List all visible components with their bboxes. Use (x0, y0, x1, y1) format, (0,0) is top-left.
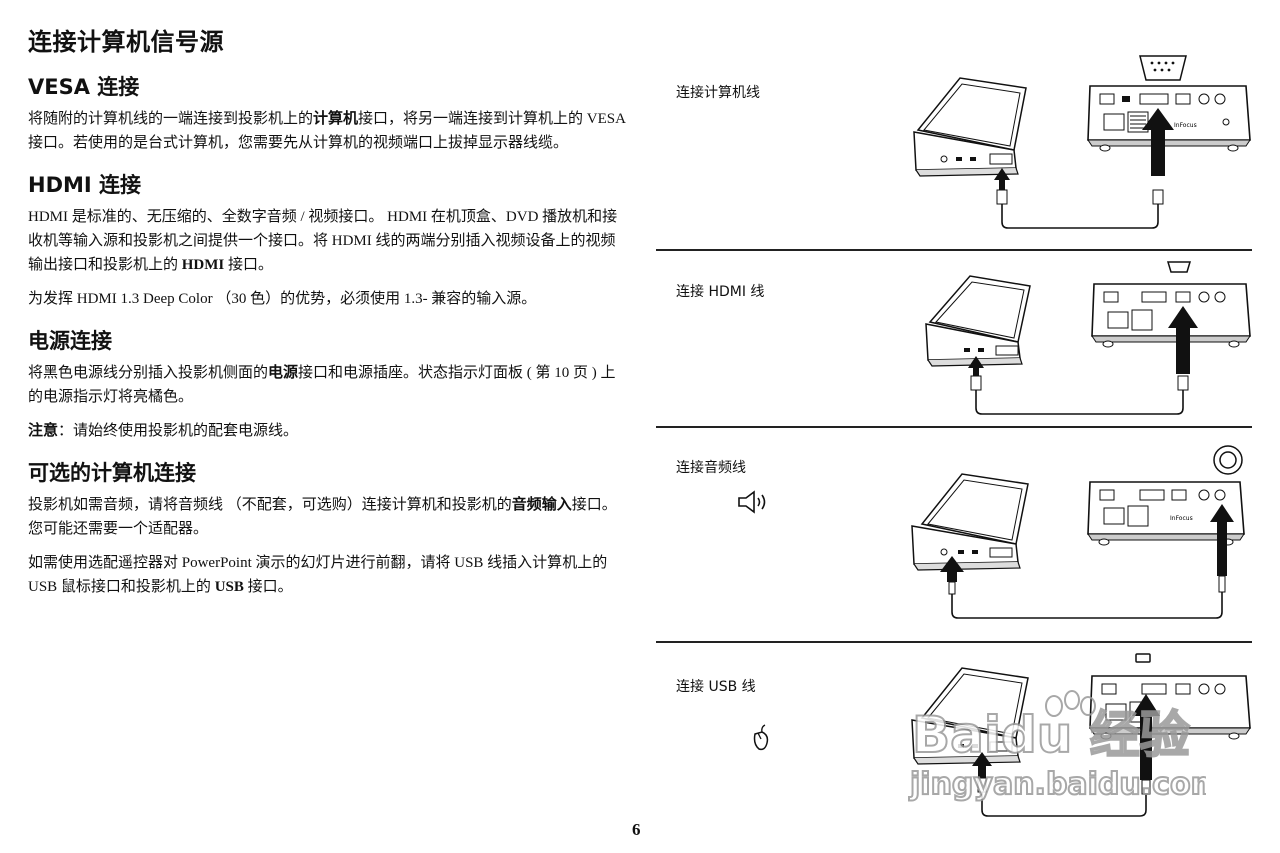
text-run: HDMI 是标准的、无压缩的、全数字音频 / 视频接口。 HDMI 在机顶盒、D… (28, 209, 618, 273)
panel-label-usb: 连接 USB 线 (676, 679, 756, 695)
hdmi-heading: HDMI 连接 (28, 173, 142, 197)
audio-cable (951, 592, 1223, 619)
vesa-paragraph: 将随附的计算机线的一端连接到投影机上的计算机接口，将另一端连接到计算机上的 VE… (28, 107, 628, 155)
arrow-up-icon (1132, 694, 1160, 780)
projector-illustration: InFocus (1087, 481, 1245, 546)
panel-label-audio: 连接音频线 (676, 460, 746, 476)
diagram-computer-cable: InFocus (913, 55, 1251, 229)
laptop-illustration (911, 473, 1029, 571)
diagram-hdmi-cable (925, 261, 1251, 415)
laptop-illustration (913, 77, 1027, 177)
bold-term: 计算机 (313, 111, 359, 127)
projector-illustration (1091, 283, 1251, 348)
laptop-illustration (925, 275, 1031, 367)
optional-paragraph-1: 投影机如需音频，请将音频线 （不配套，可选购）连接计算机和投影机的音频输入接口。… (28, 493, 628, 541)
panel-label-hdmi: 连接 HDMI 线 (676, 284, 765, 300)
text-run: 如需使用选配遥控器对 PowerPoint 演示的幻灯片进行前翻，请将 USB … (28, 555, 608, 595)
note-text: ：请始终使用投影机的配套电源线。 (58, 423, 299, 439)
arrow-up-icon (972, 752, 992, 778)
usb-cable (981, 792, 1147, 817)
text-column: 连接计算机信号源 VESA 连接 将随附的计算机线的一端连接到投影机上的计算机接… (28, 22, 628, 613)
projector-brand-label: InFocus (1174, 122, 1197, 129)
text-run: 接口和电源插座。状态指示灯面板 ( 第 10 页 ) 上的电源指示灯将亮橘色。 (28, 365, 616, 405)
hdmi-connector-icon (1166, 261, 1192, 273)
arrow-up-icon (1168, 306, 1198, 374)
mouse-icon (753, 724, 769, 751)
hdmi-paragraph-2: 为发挥 HDMI 1.3 Deep Color （30 色）的优势，必须使用 1… (28, 291, 537, 307)
panel-divider (656, 426, 1252, 428)
diagram-audio-cable: InFocus (911, 445, 1245, 619)
optional-heading: 可选的计算机连接 (28, 461, 196, 485)
power-note: 注意：请始终使用投影机的配套电源线。 (28, 419, 628, 443)
power-section: 电源连接 将黑色电源线分别插入投影机侧面的电源接口和电源插座。状态指示灯面板 (… (28, 325, 628, 443)
text-run: 接口，将另一端连接到计算机上的 VESA 接口。若使用的是台式计算机，您需要先从… (28, 111, 626, 151)
page-number: 6 (632, 820, 641, 839)
hdmi-section: HDMI 连接 HDMI 是标准的、无压缩的、全数字音频 / 视频接口。 HDM… (28, 169, 628, 311)
audio-jack-icon (1213, 445, 1243, 475)
text-run: 将随附的计算机线的一端连接到投影机上的 (28, 111, 314, 127)
optional-paragraph-2: 如需使用选配遥控器对 PowerPoint 演示的幻灯片进行前翻，请将 USB … (28, 551, 628, 599)
arrow-up-icon (940, 556, 964, 582)
optional-section: 可选的计算机连接 投影机如需音频，请将音频线 （不配套，可选购）连接计算机和投影… (28, 457, 628, 599)
bold-term: HDMI (181, 257, 225, 273)
laptop-illustration (911, 667, 1029, 765)
hdmi-cable (975, 390, 1184, 415)
projector-brand-label: InFocus (1170, 515, 1193, 522)
arrow-up-icon (1142, 108, 1174, 176)
text-run: 接口。 (224, 257, 274, 273)
bold-term: 电源 (268, 365, 299, 381)
vesa-heading: VESA 连接 (28, 75, 140, 99)
bold-term: USB (214, 579, 244, 595)
page-title: 连接计算机信号源 (28, 28, 224, 56)
panel-divider (656, 641, 1252, 643)
panel-divider (656, 249, 1252, 251)
text-run: 接口。您可能还需要一个适配器。 (28, 497, 617, 537)
power-heading: 电源连接 (28, 329, 112, 353)
projector-illustration (1089, 675, 1251, 740)
text-run: 投影机如需音频，请将音频线 （不配套，可选购）连接计算机和投影机的 (28, 497, 512, 513)
diagram-usb-cable (911, 653, 1251, 817)
vesa-section: VESA 连接 将随附的计算机线的一端连接到投影机上的计算机接口，将另一端连接到… (28, 71, 628, 155)
arrow-up-icon (1210, 504, 1234, 576)
text-run: 将黑色电源线分别插入投影机侧面的 (28, 365, 269, 381)
vga-connector-icon (1139, 55, 1187, 81)
bold-term: 音频输入 (511, 497, 572, 513)
projector-illustration: InFocus (1087, 85, 1251, 152)
vga-cable (1001, 204, 1159, 229)
panel-label-computer: 连接计算机线 (676, 85, 760, 101)
note-label: 注意 (28, 423, 59, 439)
hdmi-paragraph-1: HDMI 是标准的、无压缩的、全数字音频 / 视频接口。 HDMI 在机顶盒、D… (28, 205, 628, 277)
arrow-up-icon (968, 356, 984, 376)
speaker-icon (738, 490, 766, 514)
arrow-up-icon (994, 168, 1010, 190)
text-run: 接口。 (243, 579, 293, 595)
usb-connector-icon (1135, 653, 1151, 663)
power-paragraph: 将黑色电源线分别插入投影机侧面的电源接口和电源插座。状态指示灯面板 ( 第 10… (28, 361, 628, 409)
